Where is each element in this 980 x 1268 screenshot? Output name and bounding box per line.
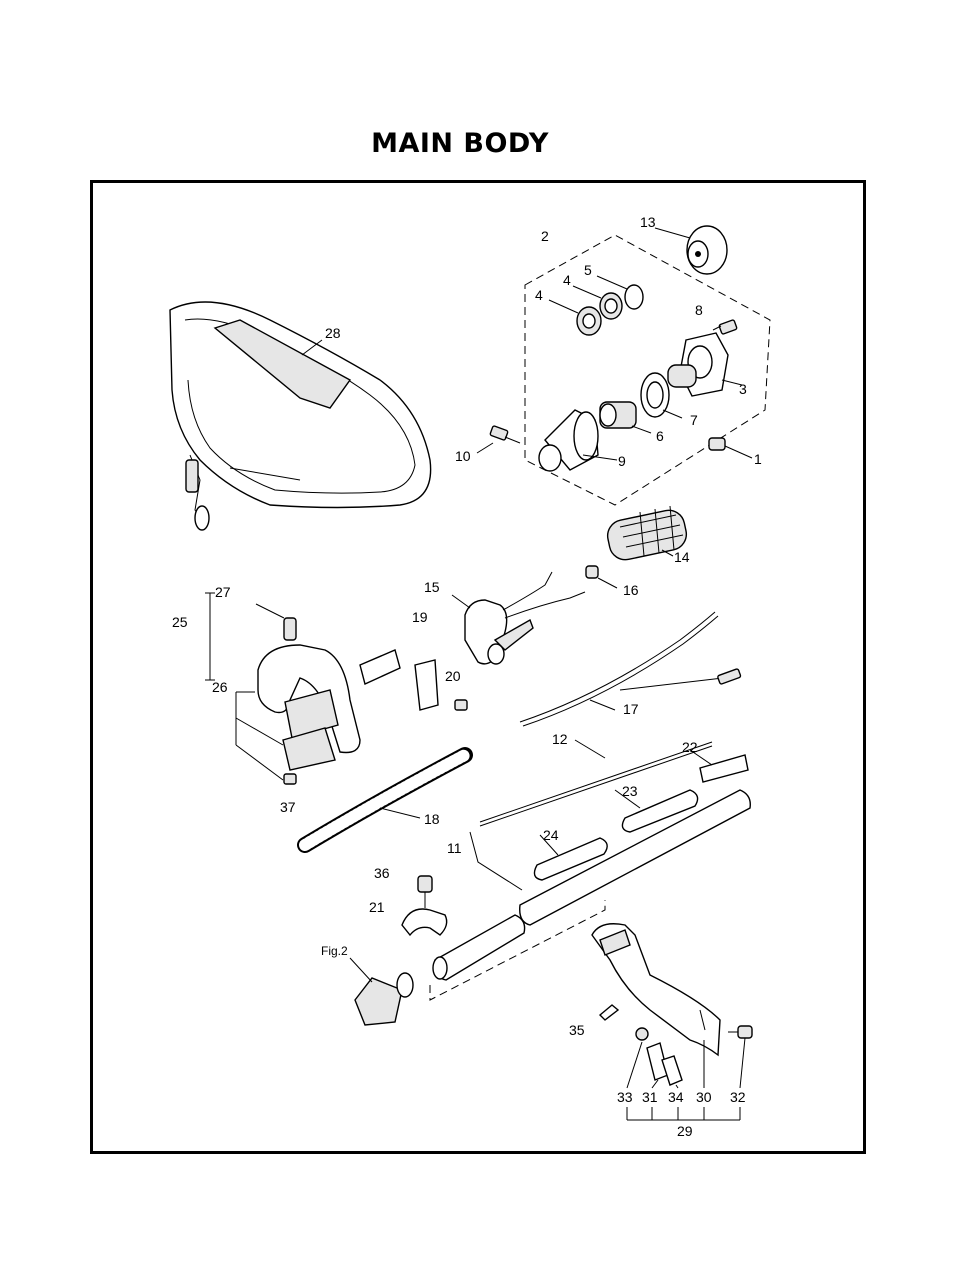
shoulder-strap-part-28 bbox=[169, 301, 432, 531]
callout-2: 2 bbox=[541, 228, 549, 244]
callout-14: 14 bbox=[674, 549, 690, 565]
cone-housing-part-9 bbox=[538, 409, 618, 472]
callout-labels: 1 2 3 4 4 5 6 7 8 9 10 11 12 13 14 15 16… bbox=[172, 214, 762, 1139]
page-title: MAIN BODY bbox=[371, 128, 549, 159]
flex-shaft-part-17 bbox=[519, 611, 742, 727]
callout-25: 25 bbox=[172, 614, 188, 630]
bolt-part-27 bbox=[255, 603, 297, 641]
label-part-34 bbox=[661, 1055, 683, 1086]
bolt-part-1 bbox=[708, 437, 753, 459]
fig-2-label: Fig.2 bbox=[321, 944, 348, 958]
callout-8: 8 bbox=[695, 302, 703, 318]
bolt-part-32 bbox=[728, 1025, 753, 1039]
callout-22: 22 bbox=[682, 739, 698, 755]
callout-1: 1 bbox=[754, 451, 762, 467]
callout-10: 10 bbox=[455, 448, 471, 464]
clip-part-19 bbox=[359, 649, 439, 711]
callout-24: 24 bbox=[543, 827, 559, 843]
callout-11: 11 bbox=[447, 840, 462, 856]
gear-head-fig-2 bbox=[349, 957, 414, 1026]
screw-part-20 bbox=[454, 699, 468, 711]
callout-16: 16 bbox=[623, 582, 639, 598]
callout-29: 29 bbox=[677, 1123, 693, 1139]
clamp-plate-part-24 bbox=[533, 834, 608, 881]
callout-37: 37 bbox=[280, 799, 296, 815]
plate-part-35 bbox=[598, 1004, 620, 1021]
throttle-handle-part-15 bbox=[451, 571, 586, 665]
bolt-part-10 bbox=[476, 425, 521, 454]
gasket-part-7 bbox=[640, 372, 683, 419]
callout-18: 18 bbox=[424, 811, 440, 827]
callout-19: 19 bbox=[412, 609, 428, 625]
callout-27: 27 bbox=[215, 584, 231, 600]
callout-23: 23 bbox=[622, 783, 638, 799]
drive-shaft-part-12 bbox=[479, 739, 713, 827]
diagram-frame bbox=[90, 180, 866, 1154]
clutch-drum-part-13 bbox=[654, 225, 728, 275]
clamp-part-21 bbox=[401, 908, 448, 937]
group-29-ticks bbox=[626, 1037, 746, 1120]
main-pipe-part-11 bbox=[432, 789, 751, 981]
callout-5: 5 bbox=[584, 262, 592, 278]
snap-ring-part-5 bbox=[596, 275, 644, 310]
callout-12: 12 bbox=[552, 731, 568, 747]
callout-36: 36 bbox=[374, 865, 390, 881]
sleeve-part-16 bbox=[585, 565, 618, 589]
bearing-part-4-upper bbox=[572, 285, 623, 320]
callout-4-lower: 4 bbox=[535, 287, 543, 303]
callout-17: 17 bbox=[623, 701, 639, 717]
gearbox-assembly-outline bbox=[524, 234, 771, 506]
housing-part-3 bbox=[667, 332, 743, 397]
callout-13: 13 bbox=[640, 214, 656, 230]
handle-bracket-part-26 bbox=[257, 644, 361, 771]
guard-part-30 bbox=[591, 923, 721, 1057]
label-part-22 bbox=[689, 749, 749, 783]
pipe-assembly-guide bbox=[429, 900, 606, 1001]
bolt-part-8 bbox=[712, 319, 738, 335]
nut-part-33 bbox=[635, 1027, 649, 1041]
callout-32: 32 bbox=[730, 1089, 746, 1105]
callout-21: 21 bbox=[369, 899, 385, 915]
coupling-part-6 bbox=[599, 401, 652, 434]
callout-9: 9 bbox=[618, 453, 626, 469]
nut-part-37 bbox=[283, 773, 297, 785]
bolt-part-36 bbox=[417, 875, 433, 908]
callout-30: 30 bbox=[696, 1089, 712, 1105]
callout-4-upper: 4 bbox=[563, 272, 571, 288]
callout-20: 20 bbox=[445, 668, 461, 684]
grip-part-14 bbox=[606, 505, 688, 561]
clamp-plate-part-23 bbox=[614, 789, 699, 833]
flexible-tube-part-18 bbox=[297, 747, 473, 853]
callout-3: 3 bbox=[739, 381, 747, 397]
callout-34: 34 bbox=[668, 1089, 684, 1105]
bearing-part-4-lower bbox=[548, 299, 602, 336]
callout-6: 6 bbox=[656, 428, 664, 444]
callout-31: 31 bbox=[642, 1089, 658, 1105]
callout-33: 33 bbox=[617, 1089, 633, 1105]
callout-26: 26 bbox=[212, 679, 228, 695]
callout-28: 28 bbox=[325, 325, 341, 341]
callout-35: 35 bbox=[569, 1022, 585, 1038]
callout-bracket-25 bbox=[205, 592, 284, 781]
callout-7: 7 bbox=[690, 412, 698, 428]
callout-15: 15 bbox=[424, 579, 440, 595]
